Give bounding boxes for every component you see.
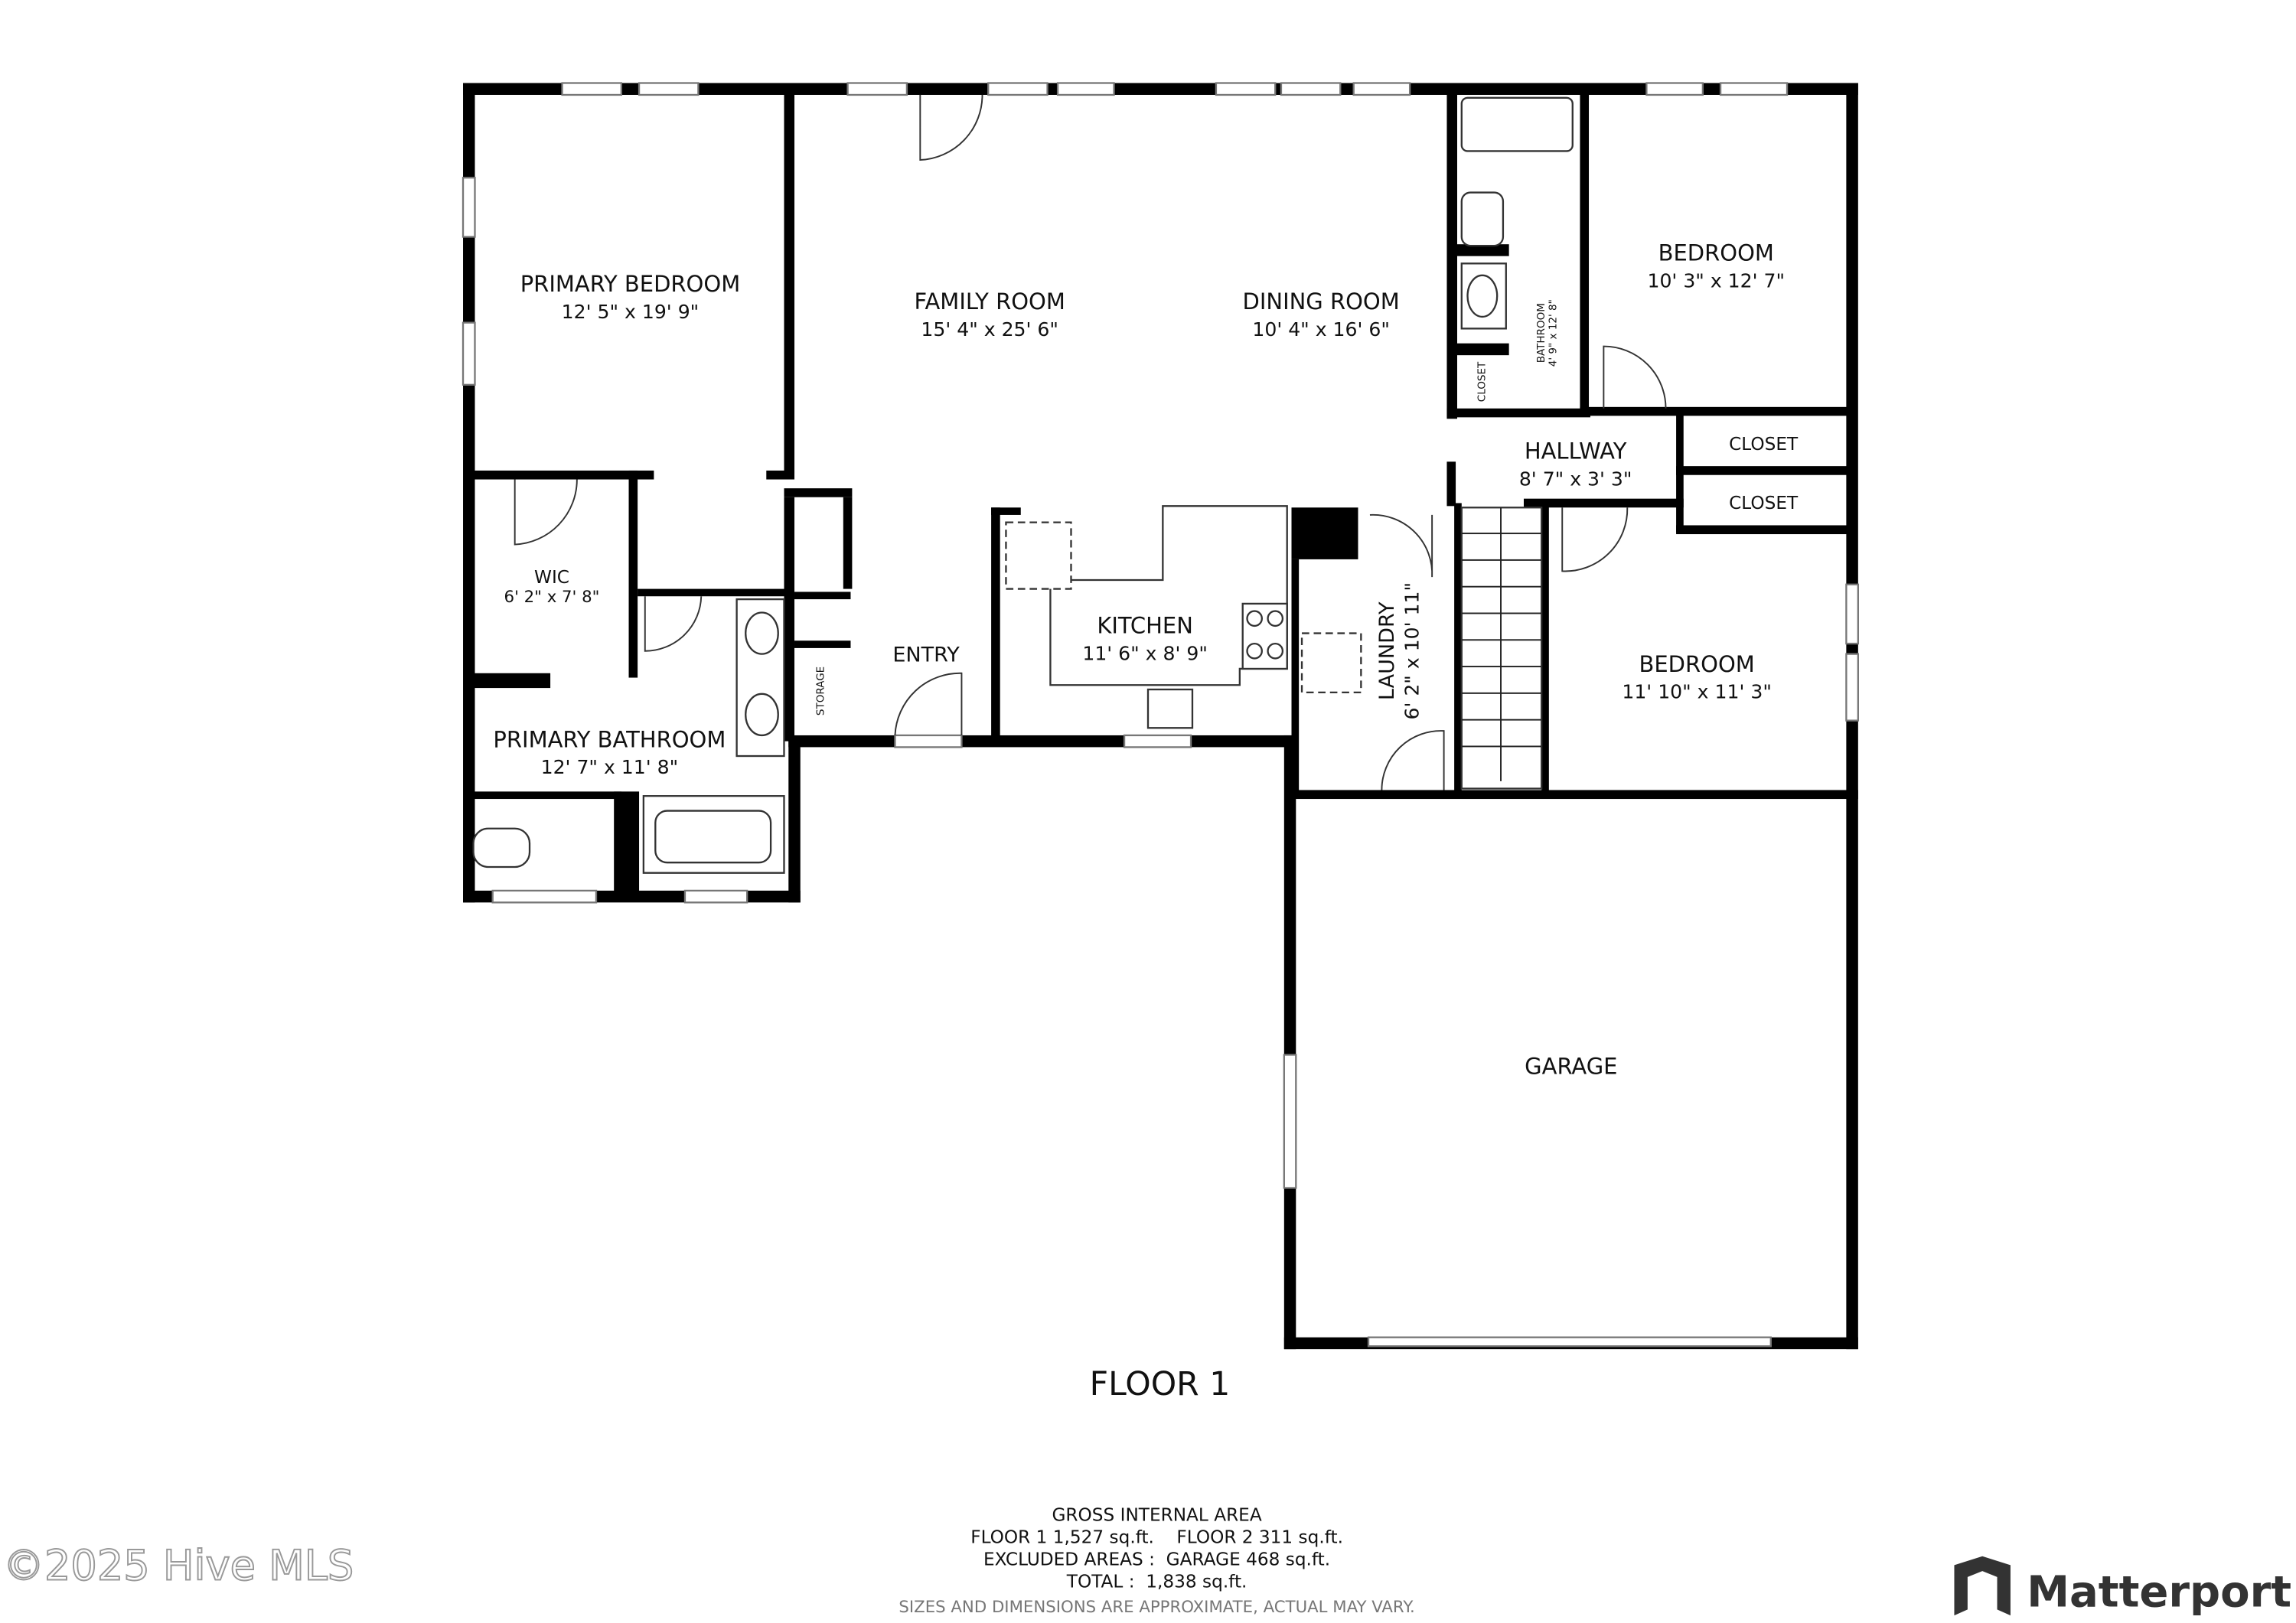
room-dims-bedroom-2: 11' 10" x 11' 3" <box>1622 681 1772 703</box>
matterport-logo-icon <box>1954 1556 2011 1616</box>
room-dims-kitchen: 11' 6" x 8' 9" <box>1082 642 1208 664</box>
room-name-wic: WIC <box>534 567 569 588</box>
room-name-bedroom-1: BEDROOM <box>1658 240 1774 266</box>
room-name-primary-bedroom: PRIMARY BEDROOM <box>520 271 741 297</box>
room-dims-bathroom: 4' 9" x 12' 8" <box>1548 299 1560 367</box>
room-name-closet-1: CLOSET <box>1729 434 1799 455</box>
windows <box>461 82 1859 1348</box>
room-dims-hallway: 8' 7" x 3' 3" <box>1519 468 1632 490</box>
room-dims-primary-bathroom: 12' 7" x 11' 8" <box>541 756 679 778</box>
room-dims-family-room: 15' 4" x 25' 6" <box>921 318 1058 341</box>
room-name-bathroom: BATHROOM <box>1535 303 1548 363</box>
room-dims-primary-bedroom: 12' 5" x 19' 9" <box>562 301 700 323</box>
area-excluded: EXCLUDED AREAS : GARAGE 468 sq.ft. <box>983 1549 1330 1569</box>
room-name-laundry: LAUNDRY <box>1375 601 1399 700</box>
room-dims-laundry: 6' 2" x 10' 11" <box>1401 582 1424 720</box>
room-name-closet-2: CLOSET <box>1729 493 1799 513</box>
room-name-garage: GARAGE <box>1525 1054 1617 1080</box>
area-heading: GROSS INTERNAL AREA <box>1052 1504 1261 1525</box>
watermark: ©2025 Hive MLS <box>3 1542 354 1590</box>
room-name-entry: ENTRY <box>892 643 960 666</box>
fixtures <box>472 94 1667 874</box>
room-dims-bedroom-1: 10' 3" x 12' 7" <box>1647 269 1785 292</box>
area-total: TOTAL : 1,838 sq.ft. <box>1066 1571 1247 1592</box>
room-name-dining-room: DINING ROOM <box>1243 288 1400 314</box>
matterport-logo: Matterport <box>1954 1556 2291 1617</box>
room-labels: PRIMARY BEDROOM 12' 5" x 19' 9" FAMILY R… <box>493 240 1799 1079</box>
area-summary: GROSS INTERNAL AREA FLOOR 1 1,527 sq.ft.… <box>899 1504 1414 1617</box>
room-name-primary-bathroom: PRIMARY BATHROOM <box>493 726 726 752</box>
floor-title: FLOOR 1 <box>1090 1366 1231 1403</box>
stair-lines <box>1461 507 1542 781</box>
area-disclaimer: SIZES AND DIMENSIONS ARE APPROXIMATE, AC… <box>899 1598 1414 1617</box>
room-name-closet-small: CLOSET <box>1476 361 1489 402</box>
room-dims-wic: 6' 2" x 7' 8" <box>504 588 600 607</box>
area-floors: FLOOR 1 1,527 sq.ft. FLOOR 2 311 sq.ft. <box>970 1527 1343 1547</box>
room-name-family-room: FAMILY ROOM <box>914 288 1065 314</box>
brand-name: Matterport <box>2027 1567 2291 1617</box>
room-dims-dining-room: 10' 4" x 16' 6" <box>1252 318 1390 341</box>
room-name-kitchen: KITCHEN <box>1097 613 1193 639</box>
room-name-hallway: HALLWAY <box>1525 438 1627 464</box>
room-name-bedroom-2: BEDROOM <box>1639 651 1754 677</box>
room-name-storage: STORAGE <box>815 666 827 715</box>
